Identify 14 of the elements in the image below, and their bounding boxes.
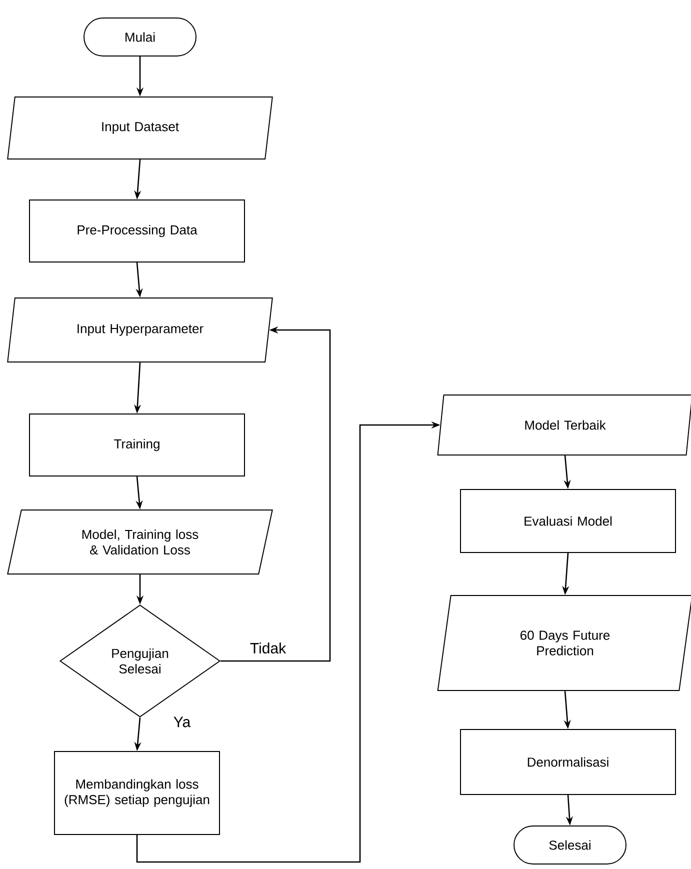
- process-box: Training: [29, 414, 245, 476]
- edge-label: Tidak: [248, 642, 288, 655]
- io-parallelogram: Input Hyperparameter: [7, 298, 273, 362]
- edge-label: Ya: [172, 716, 192, 728]
- process-box: Membandingkan loss (RMSE) setiap pengujian: [54, 751, 220, 835]
- io-parallelogram: 60 Days Future Prediction: [437, 595, 691, 691]
- io-parallelogram: Model, Training loss & Validation Loss: [7, 510, 273, 574]
- process-box: Evaluasi Model: [460, 489, 676, 553]
- process-box: Denormalisasi: [460, 729, 676, 795]
- io-parallelogram: Input Dataset: [7, 96, 273, 160]
- terminator: Selesai: [514, 826, 626, 864]
- terminator: Mulai: [84, 18, 196, 56]
- process-box: Pre-Processing Data: [29, 200, 245, 262]
- io-parallelogram: Model Terbaik: [437, 394, 691, 456]
